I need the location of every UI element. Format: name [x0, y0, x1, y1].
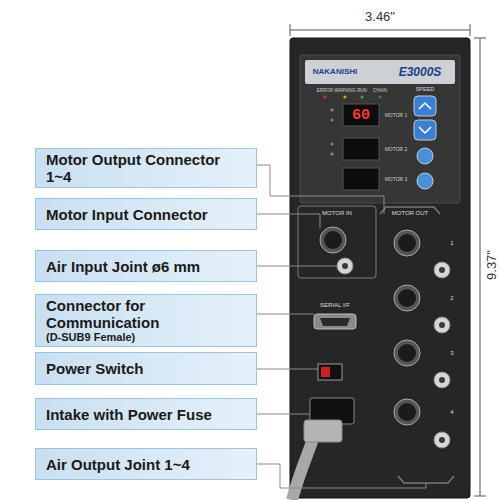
- callout-box: Motor Output Connector 1~4: [35, 148, 257, 188]
- panel-label: MOTOR OUT: [392, 210, 429, 216]
- port-number: 1: [450, 240, 453, 246]
- indicator-led: [331, 143, 334, 146]
- air-input-joint: [337, 258, 353, 274]
- air-out-bracket: [398, 476, 454, 483]
- air-output-joint: [434, 432, 450, 448]
- status-led: [323, 95, 326, 98]
- callout-box: Power Switch: [35, 352, 257, 385]
- callout-text: Air Input Joint ø6 mm: [46, 258, 246, 275]
- power-plug: [304, 420, 342, 442]
- connector-socket: [398, 344, 416, 362]
- air-output-joint: [434, 262, 450, 278]
- button-arrow: [419, 103, 431, 109]
- switch-rocker: [321, 367, 330, 377]
- dimension-tick: [470, 24, 471, 36]
- callout-text: Air Output Joint 1~4: [46, 456, 246, 473]
- led-label: RUN: [357, 89, 367, 94]
- led-label: CHAIN: [373, 89, 387, 94]
- callout-box: Air Output Joint 1~4: [35, 448, 257, 480]
- port-number: 3: [450, 350, 453, 356]
- motor-output-connector: [394, 230, 420, 256]
- led-label: ERROR: [317, 89, 333, 94]
- connector-socket: [398, 403, 416, 421]
- callout-box: Motor Input Connector: [35, 198, 257, 230]
- air-output-joint: [434, 317, 450, 333]
- motor-output-connector: [394, 340, 420, 366]
- led-label: WARNING: [334, 89, 356, 94]
- dimension-tick: [474, 496, 486, 497]
- speed-display: [343, 104, 379, 126]
- button-arrow: [419, 127, 431, 133]
- serial-port: [314, 314, 356, 329]
- leader-line: [257, 414, 310, 415]
- leader-line: [257, 369, 318, 370]
- function-button: [417, 148, 433, 164]
- callout-text: Intake with Power Fuse: [46, 406, 246, 423]
- callout-text: Motor Input Connector: [46, 206, 246, 223]
- leader-line: [257, 214, 320, 228]
- panel-label: MOTOR IN: [322, 210, 352, 216]
- motor-output-connector: [394, 285, 420, 311]
- connector-socket: [398, 289, 416, 307]
- callout-text: Power Switch: [46, 360, 246, 377]
- width-dimension: [290, 30, 470, 31]
- dimension-tick: [290, 24, 291, 36]
- joint-bore: [439, 377, 445, 383]
- callout-box: Air Input Joint ø6 mm: [35, 250, 257, 282]
- callout-box: Connector for Communication(D-SUB9 Femal…: [35, 294, 257, 347]
- function-button: [417, 173, 433, 189]
- display-value: 60: [352, 108, 370, 123]
- logo-strip: [305, 60, 455, 84]
- joint-bore: [439, 267, 445, 273]
- status-led: [378, 95, 381, 98]
- leader-line: [257, 266, 337, 267]
- status-led: [360, 95, 363, 98]
- indicator-led: [331, 153, 334, 156]
- brand-logo: NAKANISHI: [313, 68, 357, 76]
- port-number: 4: [450, 409, 453, 415]
- motor-label: MOTOR 2: [385, 147, 408, 152]
- motor-in-frame: [298, 206, 376, 278]
- callout-box: Intake with Power Fuse: [35, 398, 257, 430]
- speed-down-button: [414, 120, 436, 140]
- connector-socket: [324, 231, 342, 249]
- status-led: [343, 95, 346, 98]
- joint-bore: [439, 437, 445, 443]
- joint-bore: [439, 322, 445, 328]
- leader-line: [257, 165, 384, 214]
- joint-bore: [342, 263, 348, 269]
- panel-label: SERIAL I/F: [320, 302, 350, 308]
- dimension-tick: [474, 38, 486, 39]
- speed-label: SPEED: [416, 87, 435, 93]
- power-switch: [318, 364, 342, 380]
- connector-socket: [398, 234, 416, 252]
- motor-label: MOTOR 3: [385, 177, 408, 182]
- callout-subtext: (D-SUB9 Female): [46, 331, 246, 344]
- height-dimension: [480, 38, 481, 496]
- display-faceplate: [300, 55, 460, 203]
- dsub-socket: [320, 318, 350, 326]
- motor-input-connector: [320, 227, 346, 253]
- speed-display: [343, 138, 379, 160]
- control-unit-panel: [290, 38, 470, 498]
- port-number: 2: [450, 295, 453, 301]
- motor-label: MOTOR 1: [385, 113, 408, 118]
- model-name: E3000S: [399, 66, 442, 78]
- leader-line: [257, 464, 426, 488]
- callout-text: Connector for Communication: [46, 297, 246, 331]
- width-dimension-text: 3.46": [365, 10, 395, 23]
- speed-up-button: [414, 96, 436, 116]
- motor-output-connector: [394, 399, 420, 425]
- indicator-led: [331, 119, 334, 122]
- callout-text: Motor Output Connector 1~4: [46, 151, 246, 185]
- air-output-joint: [434, 372, 450, 388]
- indicator-led: [331, 109, 334, 112]
- leader-line: [257, 314, 314, 315]
- speed-display: [343, 168, 379, 190]
- height-dimension-text: 9.37": [485, 250, 498, 280]
